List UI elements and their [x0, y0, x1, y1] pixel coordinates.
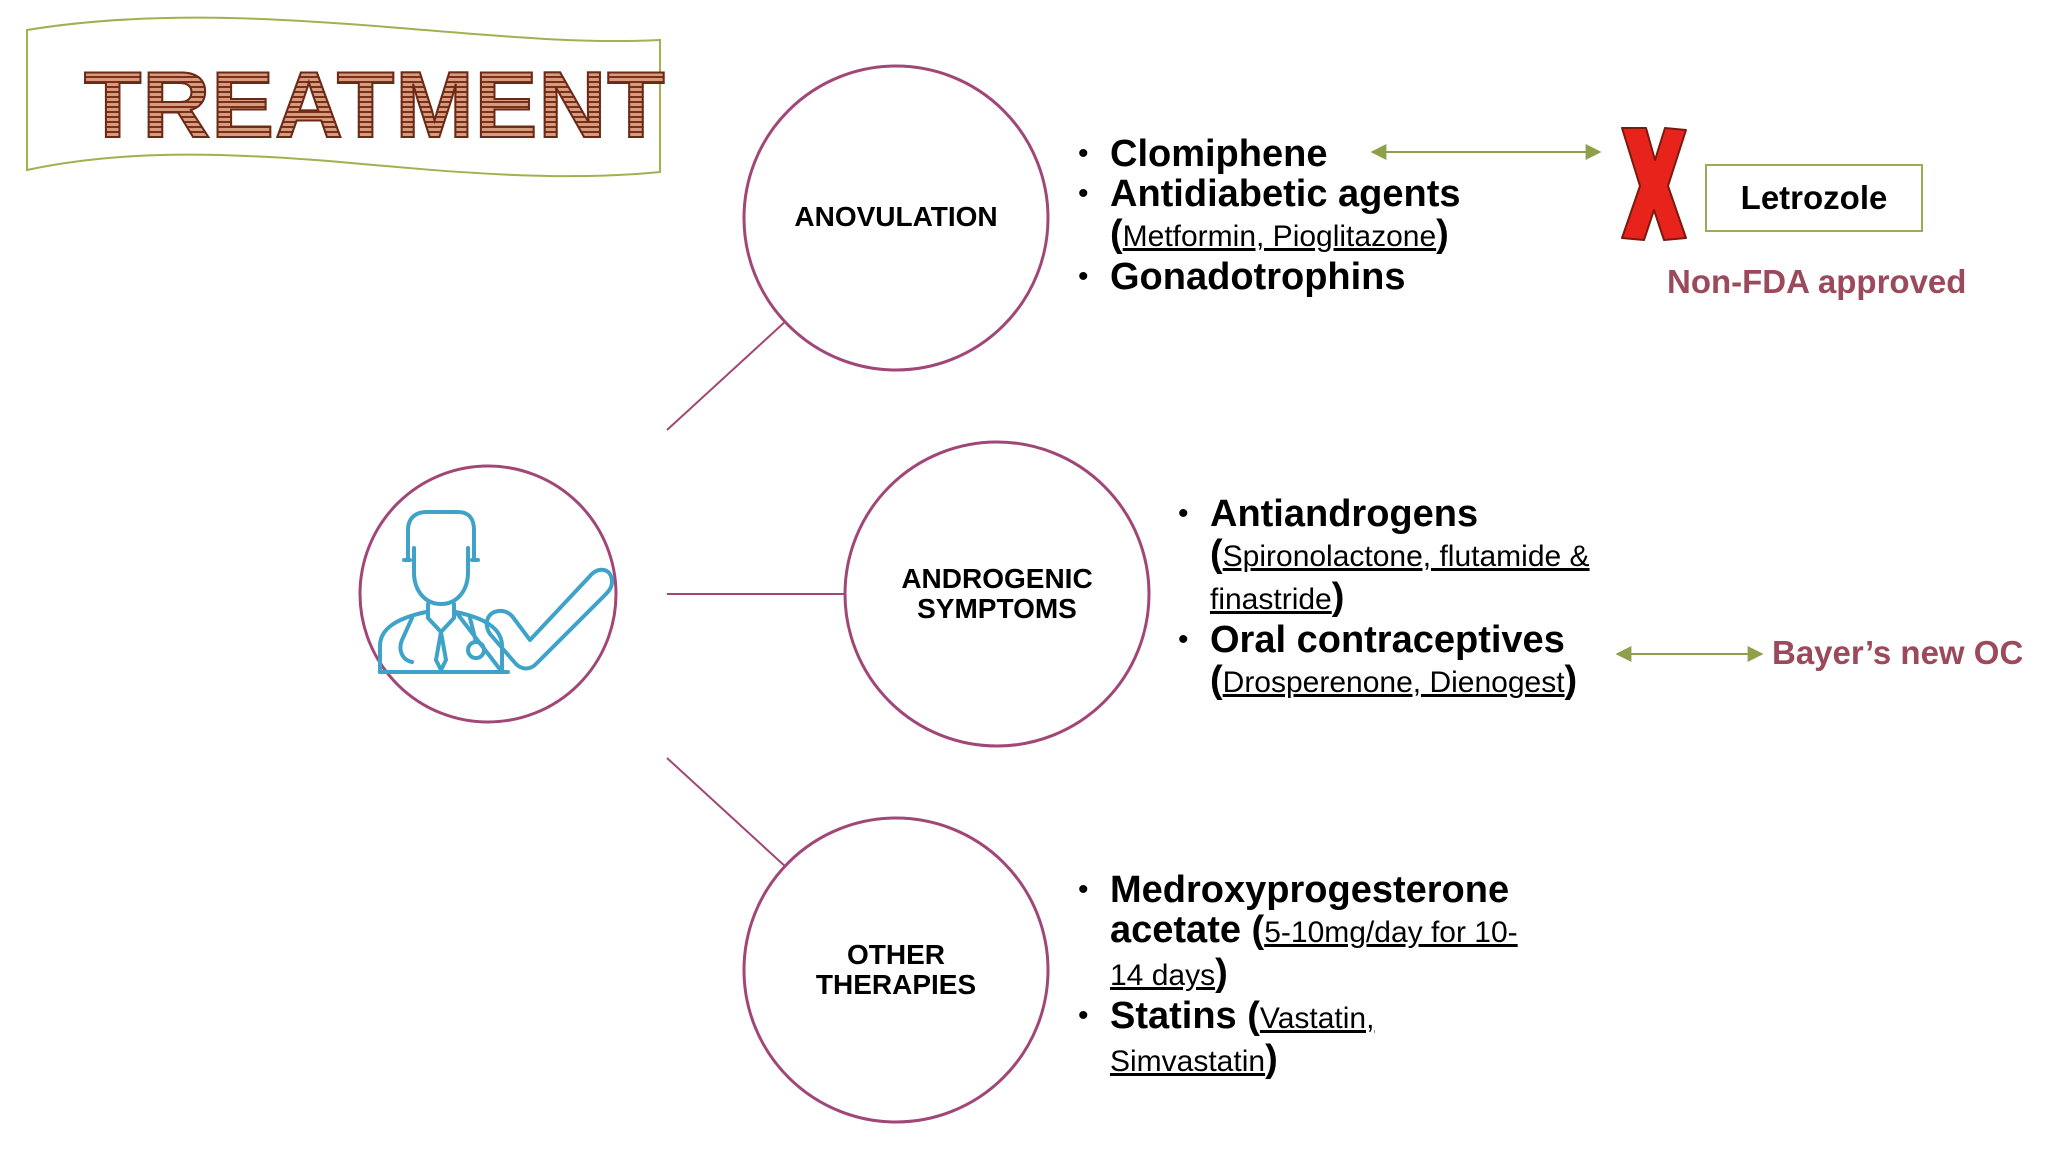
cross-x-icon [1621, 127, 1687, 241]
anovulation-list: Clomiphene Antidiabetic agents (Metformi… [1078, 134, 1498, 297]
anovulation-circle [742, 64, 1050, 372]
androgenic-label: ANDROGENIC SYMPTOMS [901, 563, 1093, 624]
connector-anovulation [666, 319, 788, 431]
list-item: Antiandrogens (Spironolactone, flutamide… [1178, 494, 1638, 620]
non-fda-note: Non-FDA approved [1667, 263, 1967, 300]
connector-other [666, 757, 788, 869]
list-item: Clomiphene [1078, 134, 1498, 174]
other-therapies-list: Medroxyprogesterone acetate (5-10mg/day … [1078, 870, 1538, 1082]
bayer-note: Bayer’s new OC [1772, 634, 2024, 671]
list-item: Oral contraceptives (Drosperenone, Dieno… [1178, 620, 1638, 703]
list-item: Gonadotrophins [1078, 257, 1498, 297]
other-therapies-label: OTHER THERAPIES [815, 939, 977, 1000]
letrozole-label: Letrozole [1740, 179, 1888, 216]
androgenic-list: Antiandrogens (Spironolactone, flutamide… [1178, 494, 1638, 703]
page-title: TREATMENT [83, 52, 666, 157]
list-item: Statins (Vastatin, Simvastatin) [1078, 996, 1538, 1082]
doctor-circle [358, 464, 618, 724]
anovulation-label: ANOVULATION [794, 201, 998, 232]
list-item: Antidiabetic agents (Metformin, Pioglita… [1078, 174, 1498, 257]
androgenic-circle [843, 440, 1151, 748]
list-item: Medroxyprogesterone acetate (5-10mg/day … [1078, 870, 1538, 996]
title-banner [26, 16, 661, 178]
letrozole-box: Letrozole [1705, 164, 1923, 232]
other-therapies-circle [742, 816, 1050, 1124]
checkmark-icon [484, 567, 614, 671]
